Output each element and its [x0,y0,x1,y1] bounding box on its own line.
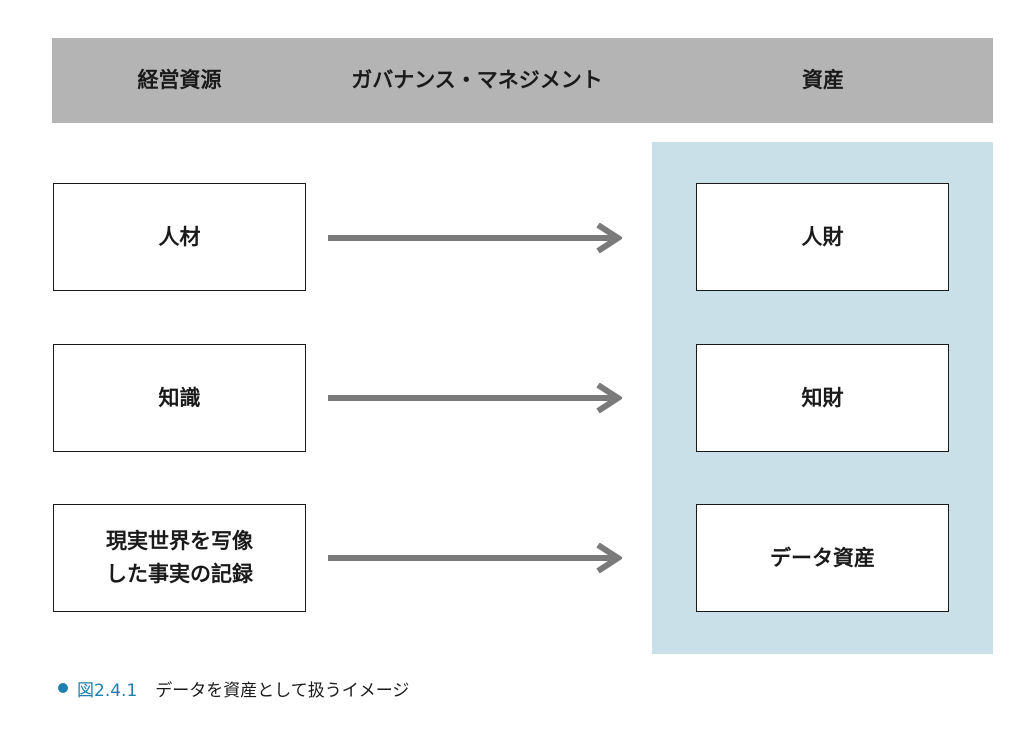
asset-box-human-capital: 人財 [696,183,949,291]
header-bar: 経営資源 ガバナンス・マネジメント 資産 [52,38,993,123]
source-box-human-resources: 人材 [53,183,306,291]
header-asset-label: 資産 [802,68,844,92]
figure-number: 図2.4.1 [77,680,138,701]
asset-box-label: 知財 [801,385,844,410]
arrow-right-icon [328,223,622,253]
figure-caption: 図2.4.1 データを資産として扱うイメージ [58,676,410,701]
source-box-label-line-2: した事実の記録 [106,562,253,586]
source-box-label: 知識 [158,385,201,410]
header-governance-label: ガバナンス・マネジメント [351,68,603,92]
asset-box-intellectual-property: 知財 [696,344,949,452]
arrow-right-icon [328,383,622,413]
source-box-knowledge: 知識 [53,344,306,452]
caption-text: データを資産として扱うイメージ [155,680,410,701]
arrow-right-icon [328,543,622,573]
header-source-label: 経営資源 [137,68,222,92]
source-box-real-world-records: 現実世界を写像 した事実の記録 [53,504,306,612]
source-box-label-line-1: 現実世界を写像 [106,529,253,554]
asset-box-data-assets: データ資産 [696,504,949,612]
source-box-label: 人材 [158,224,201,249]
asset-box-label: 人財 [801,224,844,249]
bullet-dot-icon [58,683,68,693]
asset-box-label: データ資産 [770,545,875,570]
